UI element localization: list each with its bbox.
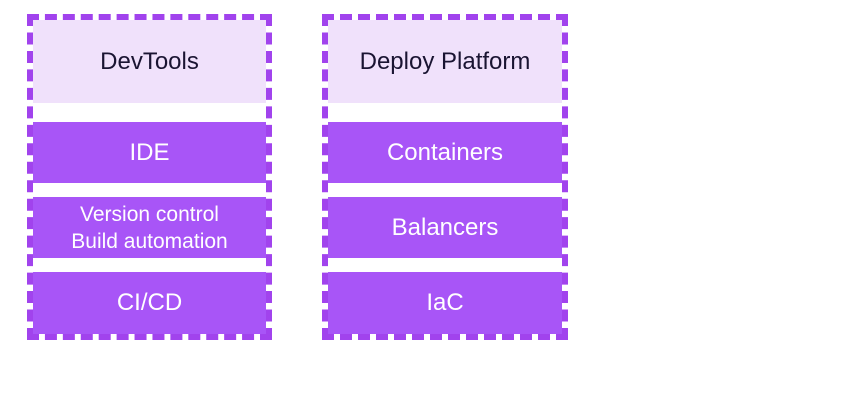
block-iac-label: IaC [426,289,464,316]
block-containers: Containers [328,122,562,183]
block-balancers: Balancers [328,197,562,258]
deploy-platform-group-title: Deploy Platform [328,20,562,103]
block-containers-label: Containers [386,138,504,166]
block-cicd-label: CI/CD [116,289,183,316]
block-version-control-build-automation: Version control Build automation [33,197,266,258]
block-build-automation-line: Build automation [71,229,228,253]
block-cicd: CI/CD [33,272,266,334]
block-ide: IDE [33,122,266,183]
devtools-group-title: DevTools [33,20,266,103]
block-balancers-label: Balancers [391,213,499,241]
deploy-platform-group: Deploy Platform Containers Balancers IaC [322,14,568,340]
block-iac: IaC [328,272,562,334]
devtools-group: DevTools IDE Version control Build autom… [27,14,272,340]
block-version-control-line: Version control [80,202,219,226]
block-ide-label: IDE [129,138,170,166]
